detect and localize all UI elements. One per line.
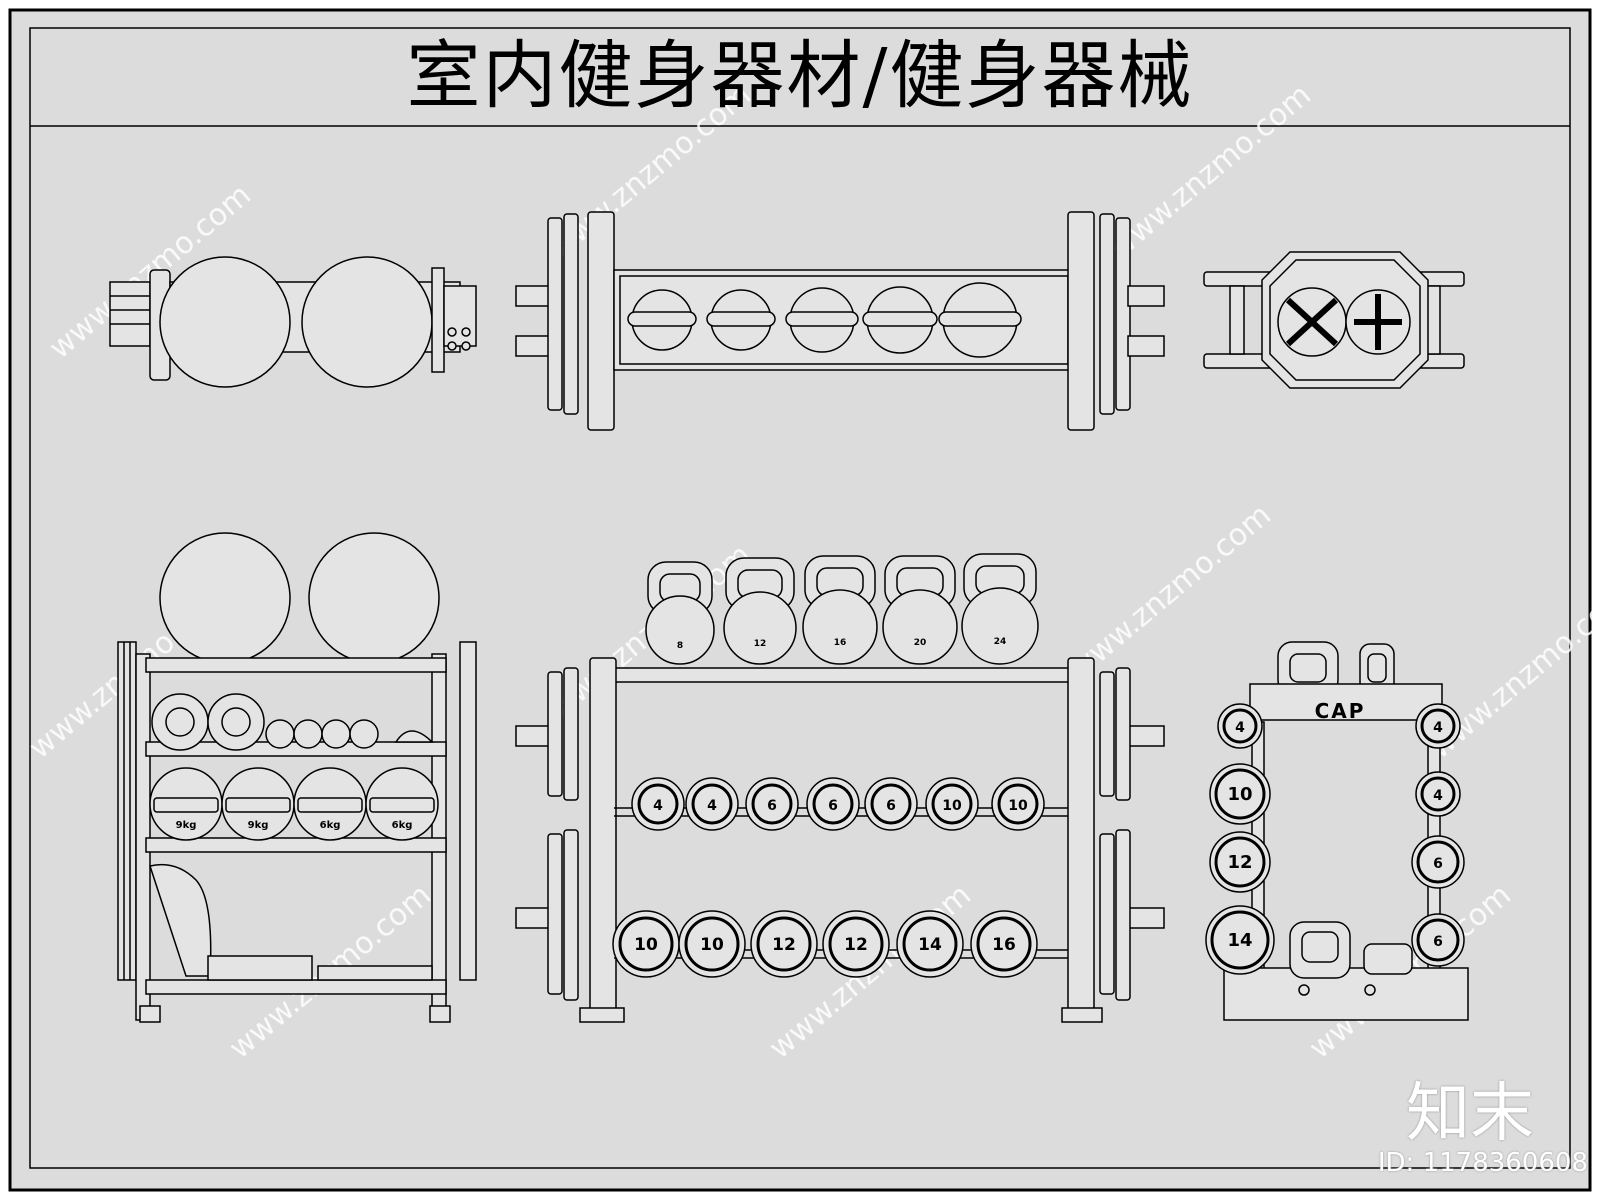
cap-dumbbell-rim xyxy=(1214,768,1266,820)
dumbbell-plate-rim xyxy=(812,783,854,825)
dumbbell-plate-rim xyxy=(997,783,1039,825)
dumbbell-weight-label: 6 xyxy=(767,798,777,814)
medicine-ball-label: 9kg xyxy=(248,820,269,831)
dumbbell-plate-rim xyxy=(637,783,679,825)
cap-dumbbell-rim xyxy=(1420,776,1456,812)
cap-logo: CAP xyxy=(1315,699,1366,723)
octagon-rack-top-view xyxy=(1203,251,1465,389)
ball-top xyxy=(159,256,291,388)
kettlebell xyxy=(802,589,878,665)
cap-dumbbell-label: 14 xyxy=(1227,930,1252,951)
kettlebell-handle xyxy=(938,311,1022,327)
cap-dumbbell-label: 4 xyxy=(1433,720,1443,736)
medicine-ball-band xyxy=(297,797,363,813)
dumbbell-plate-rim xyxy=(931,783,973,825)
dumbbell-weight-label: 4 xyxy=(707,798,717,814)
dumbbell-weight-label: 16 xyxy=(992,935,1016,955)
kettlebell-weight-label: 8 xyxy=(677,641,683,651)
watermark-logo: 知末 xyxy=(1406,1077,1534,1151)
kettlebell-weight-label: 16 xyxy=(834,638,847,648)
kettlebell-handle xyxy=(627,311,697,327)
dumbbell-plate-rim xyxy=(691,783,733,825)
cap-dumbbell-label: 4 xyxy=(1433,788,1443,804)
medicine-ball-label: 6kg xyxy=(392,820,413,831)
dumbbell-weight-label: 6 xyxy=(828,798,838,814)
kettlebell xyxy=(882,589,958,665)
kettlebell-handle xyxy=(785,311,859,327)
kettlebell xyxy=(645,595,715,665)
dumbbell-plate-rim xyxy=(684,916,740,972)
medicine-ball-label: 6kg xyxy=(320,820,341,831)
dumbbell-weight-label: 10 xyxy=(634,935,658,955)
dumbbell-weight-label: 12 xyxy=(772,935,796,955)
cap-dumbbell-label: 4 xyxy=(1235,720,1245,736)
cap-dumbbell-tree: CAP 4 10 12 14 4 4 6 6 xyxy=(1205,641,1469,1021)
dumbbell-plate-rim xyxy=(976,916,1032,972)
bumper-plates-left xyxy=(515,667,579,1001)
cap-dumbbell-rim xyxy=(1416,918,1460,962)
dumbbell-plate-rim xyxy=(870,783,912,825)
kettlebell xyxy=(723,591,797,665)
dumbbell-weight-label: 6 xyxy=(886,798,896,814)
ball-shelf-front-view: 9kg 9kg 6kg 6kg xyxy=(117,532,477,1023)
cap-dumbbell-label: 6 xyxy=(1433,856,1443,872)
medicine-ball-label: 9kg xyxy=(176,820,197,831)
dumbbell-weight-label: 4 xyxy=(653,798,663,814)
dumbbell-plate-rim xyxy=(756,916,812,972)
ball-rack-top-view xyxy=(109,256,477,388)
dumbbell-plate-rim xyxy=(902,916,958,972)
cap-dumbbell-label: 10 xyxy=(1227,784,1252,805)
medicine-ball-band xyxy=(369,797,435,813)
dumbbell-weight-label: 14 xyxy=(918,935,942,955)
cap-dumbbell-rim xyxy=(1416,840,1460,884)
cap-dumbbell-rim xyxy=(1222,708,1258,744)
inner-frame xyxy=(29,27,1571,1169)
dumbbell-weight-label: 12 xyxy=(844,935,868,955)
dumbbell-plate-rim xyxy=(828,916,884,972)
cap-dumbbell-rim xyxy=(1214,836,1266,888)
cap-dumbbell-rim xyxy=(1210,910,1270,970)
kettlebell-rack-top-view xyxy=(515,211,1165,431)
dumbbell-weight-label: 10 xyxy=(1008,798,1028,814)
watermark-id: ID: 1178360608 xyxy=(1377,1148,1588,1178)
dumbbell-plate-rim xyxy=(751,783,793,825)
medicine-ball-band xyxy=(225,797,291,813)
kettlebell-weight-label: 12 xyxy=(754,639,767,649)
ball-top xyxy=(301,256,433,388)
cap-dumbbell-label: 6 xyxy=(1433,934,1443,950)
kettlebell-handle xyxy=(706,311,776,327)
bumper-plates-right xyxy=(1099,667,1165,1001)
dumbbell-plate-rim xyxy=(618,916,674,972)
kettlebell xyxy=(961,587,1039,665)
dumbbell-weight-label: 10 xyxy=(700,935,724,955)
dumbbell-kettlebell-rack: 8 12 16 20 24 4 4 6 6 6 10 10 10 10 12 12 14 16 xyxy=(515,553,1165,1023)
page-title: 室内健身器材/健身器械 xyxy=(406,33,1194,119)
medicine-ball-band xyxy=(153,797,219,813)
kettlebell-weight-label: 24 xyxy=(994,637,1007,647)
cap-dumbbell-rim xyxy=(1420,708,1456,744)
dumbbell-weight-label: 10 xyxy=(942,798,962,814)
kettlebell-handle xyxy=(862,311,938,327)
kettlebell-weight-label: 20 xyxy=(914,638,927,648)
cap-dumbbell-label: 12 xyxy=(1227,852,1252,873)
